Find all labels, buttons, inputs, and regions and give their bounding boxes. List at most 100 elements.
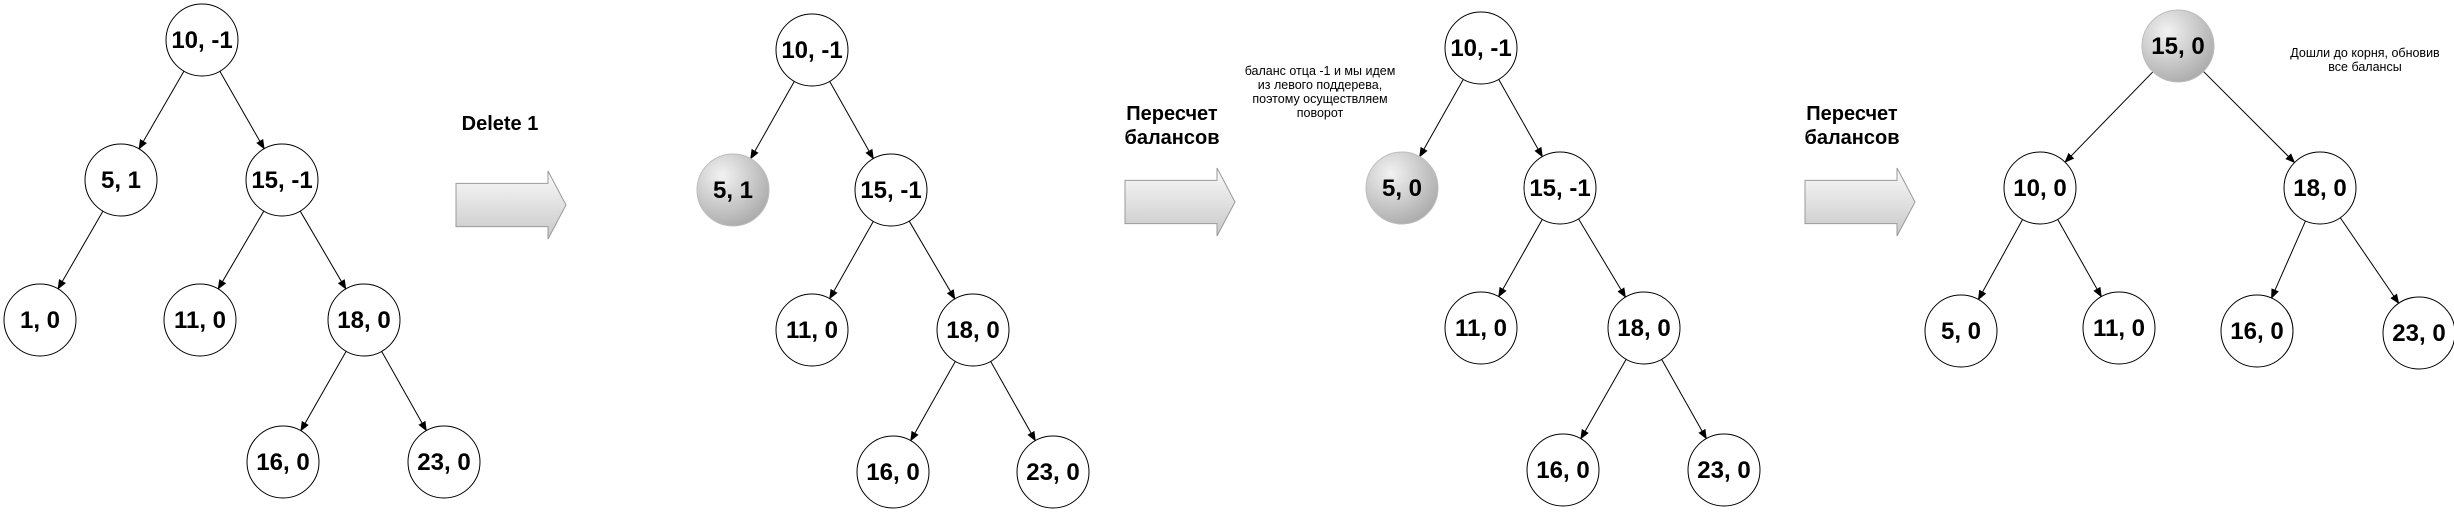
tree-node: 23, 0: [1016, 435, 1090, 509]
node-label: 23, 0: [2392, 320, 2445, 347]
tree-edge: [1661, 359, 1707, 440]
tree-node: 15, -1: [245, 143, 319, 217]
annotation-line: Дошли до корня, обновив: [2290, 46, 2440, 60]
edges-layer: [57, 70, 2400, 442]
node-label: 16, 0: [1536, 457, 1589, 484]
transition-t1: Delete 1: [455, 113, 567, 240]
node-label: 18, 0: [337, 307, 390, 334]
transition-label: балансов: [1124, 127, 1219, 149]
annotation-line: из левого поддерева,: [1258, 78, 1382, 92]
node-label: 16, 0: [256, 449, 309, 476]
node-label: 5, 1: [713, 177, 753, 204]
node-label: 11, 0: [786, 317, 838, 344]
tree-edge: [2271, 220, 2306, 299]
tree-node: 10, 0: [2003, 151, 2077, 225]
tree-edge: [299, 210, 347, 290]
tree-node: 10, -1: [1444, 11, 1518, 85]
node-circle: [165, 3, 239, 77]
node-label: 15, -1: [860, 177, 921, 204]
node-circle: [1687, 433, 1761, 507]
tree-edge: [908, 220, 956, 300]
tree-node: 23, 0: [407, 425, 481, 499]
tree-node: 15, 0: [2141, 9, 2215, 83]
tree-edge: [300, 351, 347, 432]
block-arrow-shape: [455, 170, 567, 240]
node-circle: [327, 283, 401, 357]
node-label: 10, -1: [1450, 35, 1511, 62]
tree-node: 10, -1: [775, 13, 849, 87]
tree-node: 18, 0: [936, 293, 1010, 367]
tree-edge: [910, 361, 956, 442]
highlighted-node-circle: [696, 153, 770, 227]
tree-edge: [1580, 359, 1627, 440]
node-label: 23, 0: [1026, 459, 1079, 486]
node-circle: [84, 143, 158, 217]
node-label: 11, 0: [174, 307, 226, 334]
tree-node: 18, 0: [1607, 291, 1681, 365]
node-label: 18, 0: [1617, 315, 1670, 342]
tree-node: 16, 0: [2220, 294, 2294, 368]
tree-edge: [829, 221, 874, 300]
node-circle: [163, 283, 237, 357]
nodes-layer: 10, -1 5, 1 15, -1 1, 0 11, 0 18, 0 16, 0 23, 0…: [3, 3, 2454, 509]
annotation-line: все балансы: [2328, 60, 2401, 74]
tree-edge: [1498, 219, 1543, 298]
tree-node: 15, -1: [854, 153, 928, 227]
tree-node: 11, 0: [1444, 291, 1518, 365]
node-circle: [2082, 291, 2156, 365]
tree-edge: [829, 81, 874, 160]
stage4-tree: 15, 0 10, 0 18, 0 5, 0 11, 0 16, 0 23, 0: [1924, 9, 2454, 370]
node-label: 23, 0: [1697, 457, 1750, 484]
tree-edge: [217, 210, 265, 290]
tree-node: 5, 1: [696, 153, 770, 227]
node-circle: [407, 425, 481, 499]
tree-node: 15, -1: [1523, 151, 1597, 225]
node-label: 11, 0: [2093, 315, 2145, 342]
tree-node: 18, 0: [327, 283, 401, 357]
node-label: 15, -1: [251, 167, 312, 194]
node-circle: [856, 435, 930, 509]
node-circle: [775, 293, 849, 367]
node-label: 15, 0: [2151, 33, 2204, 60]
node-label: 5, 0: [1941, 318, 1981, 345]
node-circle: [854, 153, 928, 227]
node-circle: [1444, 11, 1518, 85]
node-circle: [2283, 151, 2357, 225]
node-circle: [2382, 296, 2454, 370]
annotation-line: поворот: [1297, 106, 1344, 120]
node-label: 1, 0: [20, 307, 60, 334]
tree-node: 23, 0: [2382, 296, 2454, 370]
node-label: 18, 0: [2293, 175, 2346, 202]
tree-node: 11, 0: [775, 293, 849, 367]
tree-node: 16, 0: [1526, 433, 1600, 507]
transition-label: балансов: [1804, 127, 1899, 149]
tree-edge: [138, 70, 185, 150]
node-circle: [775, 13, 849, 87]
node-circle: [1526, 433, 1600, 507]
tree-edge: [2203, 71, 2296, 164]
node-circle: [1924, 294, 1998, 368]
highlighted-node-circle: [2141, 9, 2215, 83]
node-label: 11, 0: [1455, 315, 1507, 342]
node-label: 15, -1: [1529, 175, 1590, 202]
tree-node: 16, 0: [246, 425, 320, 499]
tree-node: 23, 0: [1687, 433, 1761, 507]
tree-edge: [2057, 219, 2102, 298]
tree-edge: [1977, 219, 2024, 301]
node-label: 23, 0: [417, 449, 470, 476]
tree-edge: [57, 210, 104, 290]
tree-edge: [2064, 71, 2154, 163]
node-circle: [1607, 291, 1681, 365]
node-circle: [1016, 435, 1090, 509]
node-circle: [3, 283, 77, 357]
tree-node: 11, 0: [163, 283, 237, 357]
tree-edge: [1498, 79, 1543, 158]
